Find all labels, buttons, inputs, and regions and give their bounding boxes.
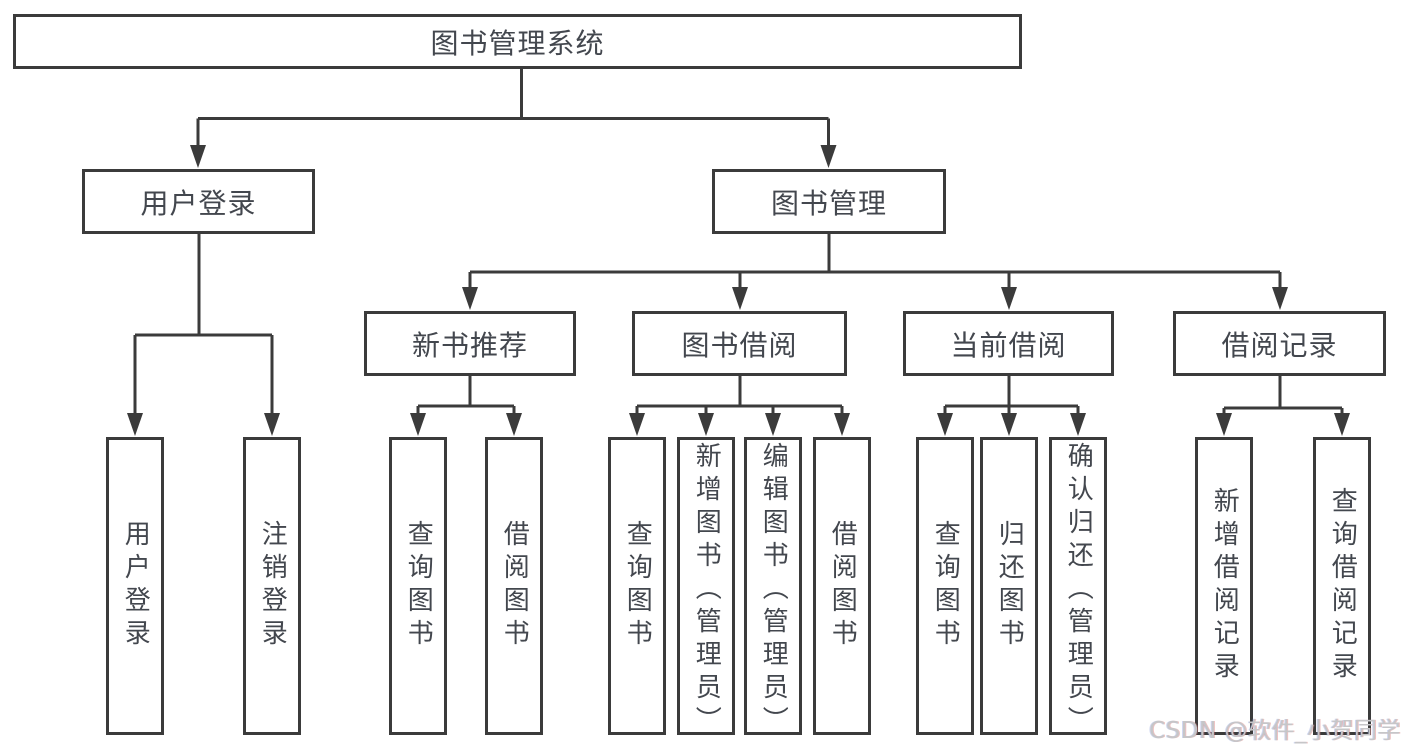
arrowhead-icon	[410, 413, 426, 436]
arrowhead-icon	[506, 413, 522, 436]
node-current-borrow: 当前借阅	[903, 311, 1114, 376]
node-book-borrow: 图书借阅	[632, 311, 847, 376]
arrowhead-icon	[462, 287, 478, 310]
arrowhead-icon	[1334, 413, 1350, 436]
leaf-logout: 注销登录	[243, 437, 301, 735]
arrowhead-icon	[732, 287, 748, 310]
arrowhead-icon	[820, 145, 837, 168]
arrowhead-icon	[1001, 413, 1017, 436]
node-book-management: 图书管理	[712, 169, 946, 234]
arrowhead-icon	[127, 413, 143, 436]
connector-paths	[133, 69, 1344, 420]
node-user-login: 用户登录	[82, 169, 315, 234]
leaf-borrow-query-books: 查询图书	[608, 437, 666, 735]
leaf-borrow-books: 借阅图书	[813, 437, 871, 735]
leaf-recommend-borrow-books: 借阅图书	[485, 437, 543, 735]
leaf-current-query-books: 查询图书	[916, 437, 974, 735]
leaf-confirm-return-admin: 确认归还（管理员）	[1049, 437, 1107, 739]
arrowhead-icon	[1272, 287, 1288, 310]
arrowhead-icon	[264, 413, 280, 436]
node-new-book-recommend: 新书推荐	[364, 311, 576, 376]
arrowhead-icon	[1216, 413, 1232, 436]
arrowhead-icon	[1001, 287, 1017, 310]
leaf-user-login: 用户登录	[106, 437, 164, 735]
arrowhead-icon	[834, 413, 850, 436]
leaf-edit-books-admin: 编辑图书（管理员）	[744, 437, 802, 739]
csdn-watermark: CSDN @软件_小贺同学	[1149, 718, 1401, 744]
leaf-return-books: 归还图书	[980, 437, 1038, 735]
leaf-query-borrow-record: 查询借阅记录	[1313, 437, 1371, 735]
arrowhead-icon	[629, 413, 645, 436]
arrowhead-icon	[190, 145, 206, 168]
arrowhead-icon	[698, 413, 714, 436]
arrowhead-icons	[127, 145, 1350, 436]
arrowhead-icon	[937, 413, 953, 436]
node-system-root: 图书管理系统	[13, 14, 1022, 69]
leaf-add-books-admin: 新增图书（管理员）	[677, 437, 735, 739]
leaf-recommend-query-books: 查询图书	[389, 437, 447, 735]
leaf-add-borrow-record: 新增借阅记录	[1195, 437, 1253, 735]
arrowhead-icon	[1070, 413, 1086, 436]
node-borrow-records: 借阅记录	[1173, 311, 1386, 376]
arrowhead-icon	[765, 413, 781, 436]
